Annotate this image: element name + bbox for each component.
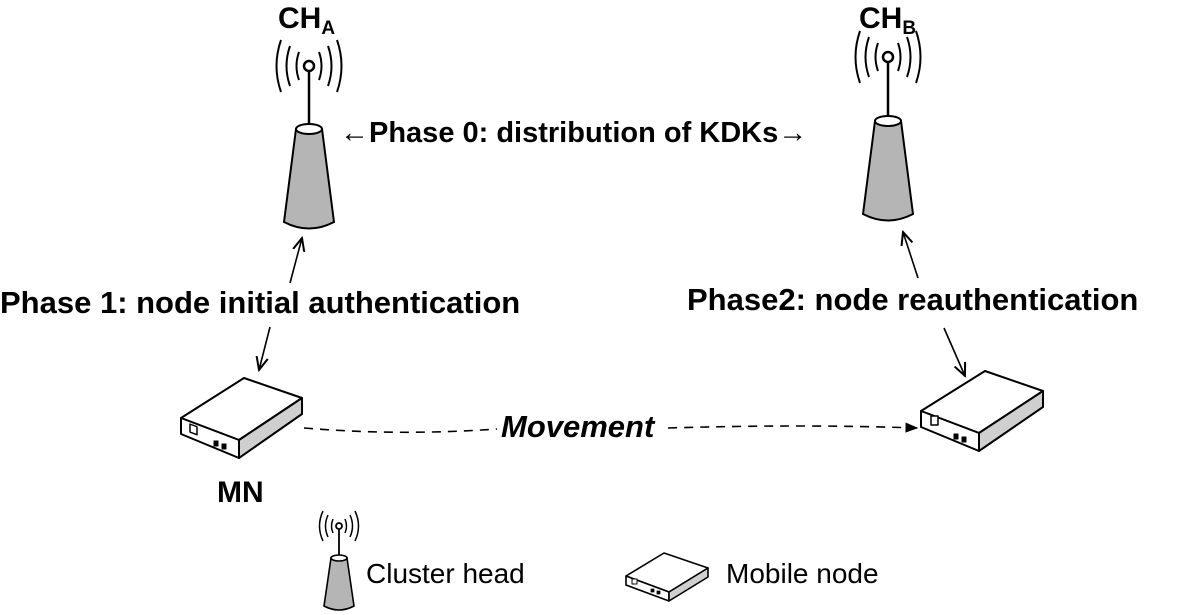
legend-cluster-head-label: Cluster head [366, 558, 525, 589]
legend-cluster-head-icon [318, 510, 360, 611]
legend-mobile-node-icon [625, 552, 709, 602]
radio-waves-icon [275, 39, 343, 93]
phase1-arrow-down [259, 326, 271, 370]
phase1-label: Phase 1: node initial authentication [0, 285, 521, 320]
mobile-node-right-icon [920, 370, 1044, 452]
movement-dashed-line-right [667, 422, 919, 433]
movement-dashed-line-left [303, 427, 498, 434]
right-arrow-icon: → [778, 117, 808, 149]
movement-label: Movement [501, 409, 655, 444]
radio-waves-icon [854, 30, 922, 84]
phase2-arrow-down [943, 327, 965, 376]
mobile-node-left-icon [180, 377, 303, 459]
cluster-head-a-label: CHA [278, 2, 336, 39]
cluster-head-a-icon [275, 39, 343, 230]
phase2-label: Phase2: node reauthentication [687, 282, 1139, 317]
phase1-arrow-up [289, 238, 302, 284]
legend-mobile-node-label: Mobile node [726, 558, 879, 589]
phase2-arrow-up [903, 232, 919, 279]
phase0-label: ←Phase 0: distribution of KDKs→ [340, 117, 808, 149]
left-arrow-icon: ← [340, 117, 369, 149]
cluster-head-b-label: CHB [859, 2, 917, 39]
mobile-node-mn-label: MN [217, 476, 264, 509]
cluster-head-b-icon [854, 30, 922, 222]
